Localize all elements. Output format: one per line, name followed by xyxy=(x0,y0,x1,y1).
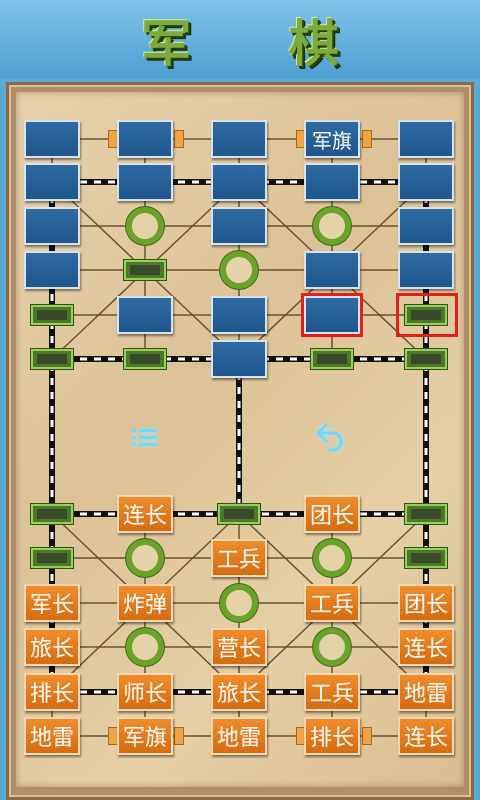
opponent-piece[interactable] xyxy=(304,163,360,201)
undo-icon xyxy=(316,423,343,452)
player-piece[interactable]: 连长 xyxy=(398,628,454,666)
empty-station[interactable] xyxy=(31,548,73,568)
opponent-piece[interactable] xyxy=(211,163,267,201)
opponent-piece[interactable] xyxy=(24,120,80,158)
opponent-piece[interactable] xyxy=(211,296,267,334)
empty-station[interactable] xyxy=(405,349,447,369)
player-piece[interactable]: 军长 xyxy=(24,584,80,622)
opponent-piece[interactable] xyxy=(24,207,80,245)
empty-station[interactable] xyxy=(31,504,73,524)
selection-highlight xyxy=(396,293,458,337)
player-piece[interactable]: 排长 xyxy=(304,717,360,755)
player-piece[interactable]: 连长 xyxy=(117,495,173,533)
camp[interactable] xyxy=(126,207,164,245)
empty-station[interactable] xyxy=(31,349,73,369)
opponent-piece[interactable] xyxy=(398,120,454,158)
hq-marker xyxy=(362,130,372,148)
player-piece[interactable]: 师长 xyxy=(117,673,173,711)
camp[interactable] xyxy=(313,539,351,577)
empty-station[interactable] xyxy=(218,504,260,524)
player-piece[interactable]: 旅长 xyxy=(24,628,80,666)
player-piece[interactable]: 工兵 xyxy=(304,673,360,711)
player-piece[interactable]: 营长 xyxy=(211,628,267,666)
empty-station[interactable] xyxy=(31,305,73,325)
opponent-piece[interactable] xyxy=(211,340,267,378)
player-piece[interactable]: 地雷 xyxy=(211,717,267,755)
opponent-piece[interactable] xyxy=(398,163,454,201)
player-piece[interactable]: 排长 xyxy=(24,673,80,711)
opponent-piece[interactable] xyxy=(24,163,80,201)
player-piece[interactable]: 工兵 xyxy=(304,584,360,622)
empty-station[interactable] xyxy=(311,349,353,369)
player-piece[interactable]: 连长 xyxy=(398,717,454,755)
opponent-piece[interactable] xyxy=(304,251,360,289)
game-title: 军 棋 xyxy=(141,14,379,73)
undo-button[interactable] xyxy=(314,418,350,454)
empty-station[interactable] xyxy=(405,548,447,568)
opponent-piece[interactable] xyxy=(211,207,267,245)
player-piece[interactable]: 旅长 xyxy=(211,673,267,711)
selection-highlight xyxy=(301,293,363,337)
camp[interactable] xyxy=(220,584,258,622)
camp[interactable] xyxy=(220,251,258,289)
player-piece[interactable]: 地雷 xyxy=(24,717,80,755)
opponent-piece[interactable] xyxy=(211,120,267,158)
opponent-piece[interactable] xyxy=(304,296,360,334)
opponent-piece[interactable] xyxy=(398,251,454,289)
player-piece[interactable]: 炸弹 xyxy=(117,584,173,622)
player-flag-piece[interactable]: 军旗 xyxy=(117,717,173,755)
opponent-piece[interactable] xyxy=(24,251,80,289)
player-piece[interactable]: 地雷 xyxy=(398,673,454,711)
opponent-piece[interactable] xyxy=(117,120,173,158)
menu-button[interactable] xyxy=(127,420,163,456)
player-piece[interactable]: 团长 xyxy=(304,495,360,533)
hq-marker xyxy=(174,130,184,148)
opponent-flag-piece[interactable]: 军旗 xyxy=(304,120,360,158)
camp[interactable] xyxy=(126,539,164,577)
empty-station[interactable] xyxy=(405,504,447,524)
camp[interactable] xyxy=(313,207,351,245)
opponent-piece[interactable] xyxy=(398,207,454,245)
opponent-piece[interactable] xyxy=(117,163,173,201)
player-piece[interactable]: 工兵 xyxy=(211,539,267,577)
menu-icon xyxy=(132,429,157,446)
empty-station[interactable] xyxy=(405,305,447,325)
player-piece[interactable]: 团长 xyxy=(398,584,454,622)
camp[interactable] xyxy=(126,628,164,666)
empty-station[interactable] xyxy=(124,349,166,369)
empty-station[interactable] xyxy=(124,260,166,280)
title-bar: 军 棋 xyxy=(0,0,480,78)
hq-marker xyxy=(362,727,372,745)
camp[interactable] xyxy=(313,628,351,666)
opponent-piece[interactable] xyxy=(117,296,173,334)
hq-marker xyxy=(174,727,184,745)
